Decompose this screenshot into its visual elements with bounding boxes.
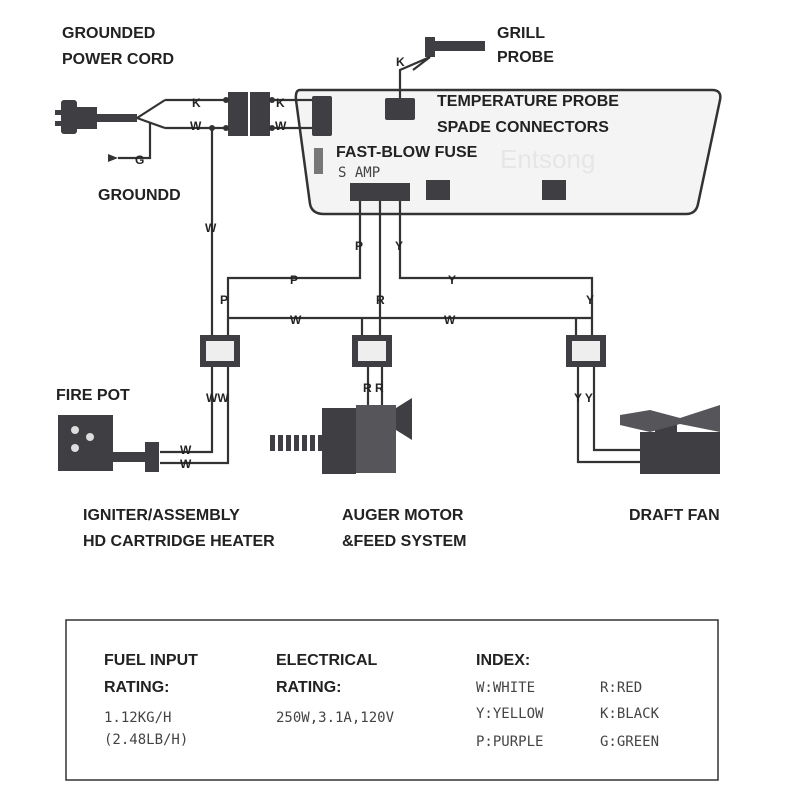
wire-label-k: K [192,96,201,110]
board-connector [542,180,566,200]
electrical-value: 250W,3.1A,120V [276,710,395,726]
auger-label: AUGER MOTOR [342,507,464,524]
cord-wires [165,98,228,130]
auger-label: &FEED SYSTEM [342,533,466,550]
auger-motor-icon [270,398,412,474]
wire-label-k: K [276,96,285,110]
ground-label: GROUNDD [98,187,181,204]
grill-probe-label: GRILL [497,25,545,42]
wire-label-rr: R R [363,381,384,395]
power-cord-label: GROUNDED [62,25,155,42]
cord-to-board-wires [272,98,312,130]
draft-fan-label: DRAFT FAN [629,507,720,524]
probe-spade-connector [385,98,415,120]
temp-probe-label: SPADE CONNECTORS [437,119,609,136]
wire-label-w: W [444,313,456,327]
index-item: P:PURPLE [476,734,543,750]
spec-box [65,619,719,781]
draft-fan-icon [620,405,720,474]
fuel-title: RATING: [104,679,169,696]
ground-wire [118,122,152,160]
board-connector [426,180,450,200]
fuse-icon [314,148,323,174]
wire-label-w: W [205,221,217,235]
fuse-label: FAST-BLOW FUSE [336,144,478,161]
grill-probe-rod [435,41,485,51]
auger-wires [366,367,384,405]
fuse-rating: S AMP [338,165,380,181]
igniter-label: IGNITER/ASSEMBLY [83,507,240,524]
fuel-value: 1.12KG/H [104,710,171,726]
power-inline-connector [223,92,275,136]
fuel-title: FUEL INPUT [104,652,198,669]
igniter-wires [160,367,230,465]
grill-probe-icon [425,37,435,57]
index-item: K:BLACK [600,706,660,722]
temp-probe-label: TEMPERATURE PROBE [437,93,619,110]
purple-wire [226,201,362,335]
output-terminal-block [350,183,410,201]
power-cord-label: POWER CORD [62,51,174,68]
wire-label-r: R [376,293,385,307]
wire-label-p: P [290,273,298,287]
grill-probe-label: PROBE [497,49,554,66]
fire-pot-label: FIRE POT [56,387,130,404]
watermark: Entsong [500,144,595,174]
wire-label-g: G [135,153,144,167]
index-item: R:RED [600,680,642,696]
electrical-title: RATING: [276,679,341,696]
fan-wires [576,367,640,464]
wire-label-y: Y [395,239,403,253]
auger-connector [352,335,392,367]
wire-label-y: Y [448,273,456,287]
index-title: INDEX: [476,652,530,669]
wire-label-k: K [396,55,405,69]
wire-label-yy: Y Y [574,391,593,405]
wire-label-y: Y [586,293,594,307]
fuel-value: (2.48LB/H) [104,732,188,748]
ground-arrow-icon [108,154,118,162]
wire-label-w: W [275,119,287,133]
probe-wire [398,55,431,98]
fire-pot-icon [58,415,159,472]
plug-icon [55,99,166,134]
index-item: G:GREEN [600,734,659,750]
fan-connector [566,335,606,367]
yellow-wire [398,201,594,335]
wire-label-w: W [190,119,202,133]
igniter-connector [200,335,240,367]
wire-label-p: P [355,239,363,253]
power-terminal [312,96,332,136]
index-item: W:WHITE [476,680,535,696]
wire-label-ww: WW [206,391,229,405]
wire-label-w: W [290,313,302,327]
wire-label-p: P [220,293,228,307]
white-branch-wires [360,318,578,335]
electrical-title: ELECTRICAL [276,652,378,669]
wire-label-w: W [180,457,192,471]
index-item: Y:YELLOW [476,706,544,722]
wire-label-w: W [180,443,192,457]
igniter-label: HD CARTRIDGE HEATER [83,533,275,550]
